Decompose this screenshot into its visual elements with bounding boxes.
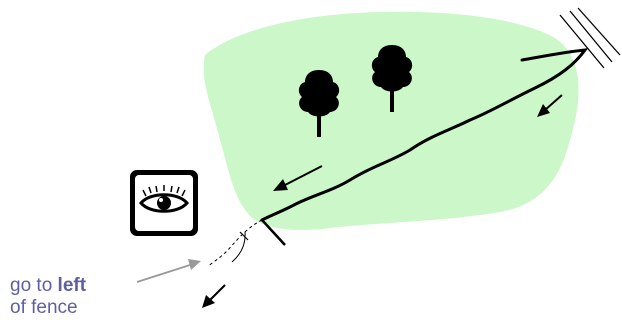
caption-prefix: go to (10, 275, 58, 296)
direction-arrow-icon (202, 285, 225, 308)
caption-emphasis: left (58, 275, 87, 296)
direction-caption: go to left of fence (10, 275, 86, 319)
eye-viewpoint-icon (130, 170, 198, 236)
caption-line-2: of fence (10, 297, 86, 319)
caption-line-1: go to left (10, 275, 86, 297)
path-continuation (232, 232, 245, 262)
green-field (204, 12, 579, 230)
pointer-arrow (137, 259, 201, 282)
